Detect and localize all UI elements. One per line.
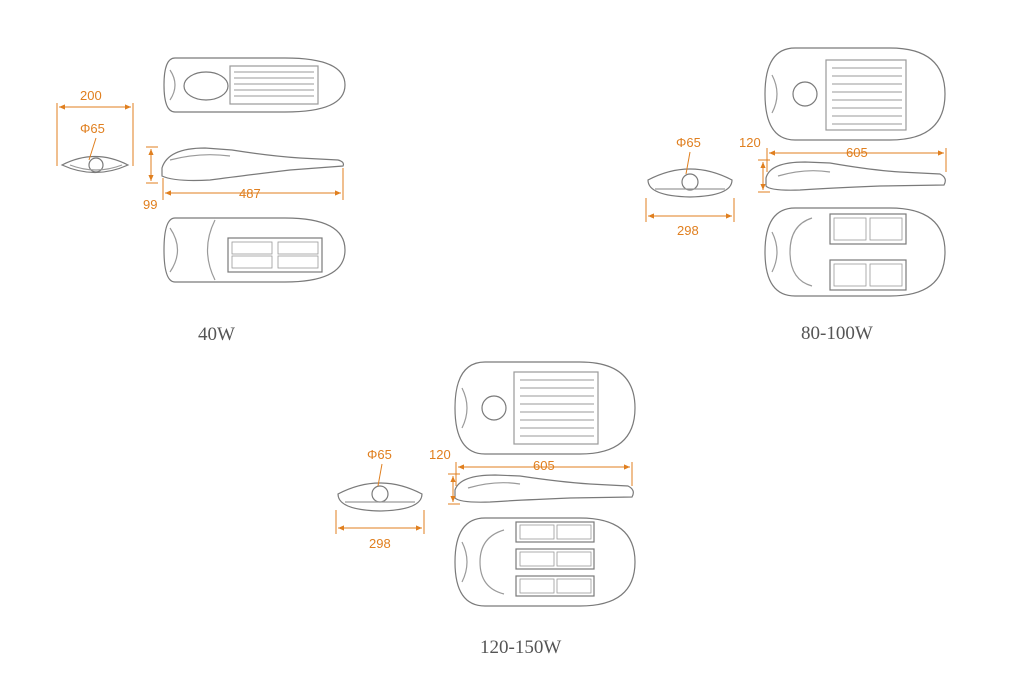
model-120-150w: Φ65 120 605 298 120-150W [335, 361, 636, 658]
model-40w: 200 Φ65 99 487 40W [56, 57, 346, 345]
caption-120-150w: 120-150W [480, 637, 561, 658]
top-view-80w [764, 47, 946, 141]
top-view-40w [163, 57, 346, 113]
width-dim-40w: 200 [80, 88, 102, 103]
height-dim-80w: 120 [739, 135, 761, 150]
diameter-dim-80w: Φ65 [676, 135, 701, 150]
width-dim-120w: 298 [369, 536, 391, 551]
diameter-dim-40w: Φ65 [80, 121, 105, 136]
front-view-120w [337, 482, 423, 512]
model-80-100w: Φ65 120 605 298 80-100W [645, 47, 947, 344]
top-view-120w [454, 361, 636, 455]
diameter-dim-120w: Φ65 [367, 447, 392, 462]
length-dim-80w: 605 [846, 145, 868, 160]
bottom-view-40w [163, 217, 346, 283]
bottom-view-120w [454, 517, 636, 607]
height-dim-40w: 99 [143, 197, 157, 212]
length-dim-120w: 605 [533, 458, 555, 473]
height-dim-120w: 120 [429, 447, 451, 462]
length-dim-40w: 487 [239, 186, 261, 201]
side-view-40w [161, 147, 345, 182]
width-dim-80w: 298 [677, 223, 699, 238]
dimensions-80w [645, 148, 947, 222]
bottom-view-80w [764, 207, 946, 297]
caption-80-100w: 80-100W [801, 323, 873, 344]
side-view-80w [765, 161, 946, 191]
side-view-120w [454, 474, 634, 503]
dimensions-40w [56, 103, 344, 200]
front-view-40w [60, 156, 130, 174]
caption-40w: 40W [198, 324, 235, 345]
dimensions-120w [335, 462, 633, 534]
front-view-80w [647, 168, 733, 198]
